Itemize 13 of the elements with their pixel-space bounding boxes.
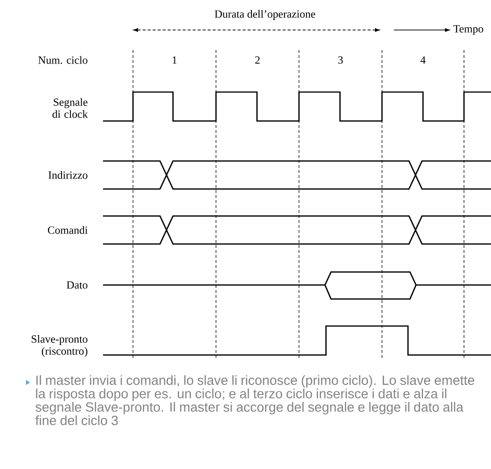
cycle-number: 4 — [420, 56, 426, 64]
signal-label: Comandi — [48, 226, 88, 234]
cycle-number: 1 — [172, 56, 177, 64]
signal-label: Segnale di clock — [52, 98, 88, 118]
axis-label: Durata dell’operazione — [214, 10, 316, 20]
signal-label: Indirizzo — [48, 171, 88, 179]
cycle-number: 3 — [338, 56, 343, 64]
row-label: Num. ciclo — [38, 56, 88, 64]
signal-label: Dato — [66, 281, 88, 289]
cycle-number: 2 — [255, 56, 260, 64]
axis-label: Tempo — [453, 25, 484, 35]
note-text: Il master invia i comandi, lo slave li riconosce (primo ciclo). Lo slave emette la risposta dopo per es. un ciclo; e al terzo ciclo inserisce i dati e alza il segnale Slave-pronto. Il master si accorge del segnale e legge il dato alla fine del ciclo 3 — [35, 375, 474, 426]
signal-label: Slave-pronto (riscontro) — [32, 335, 88, 357]
